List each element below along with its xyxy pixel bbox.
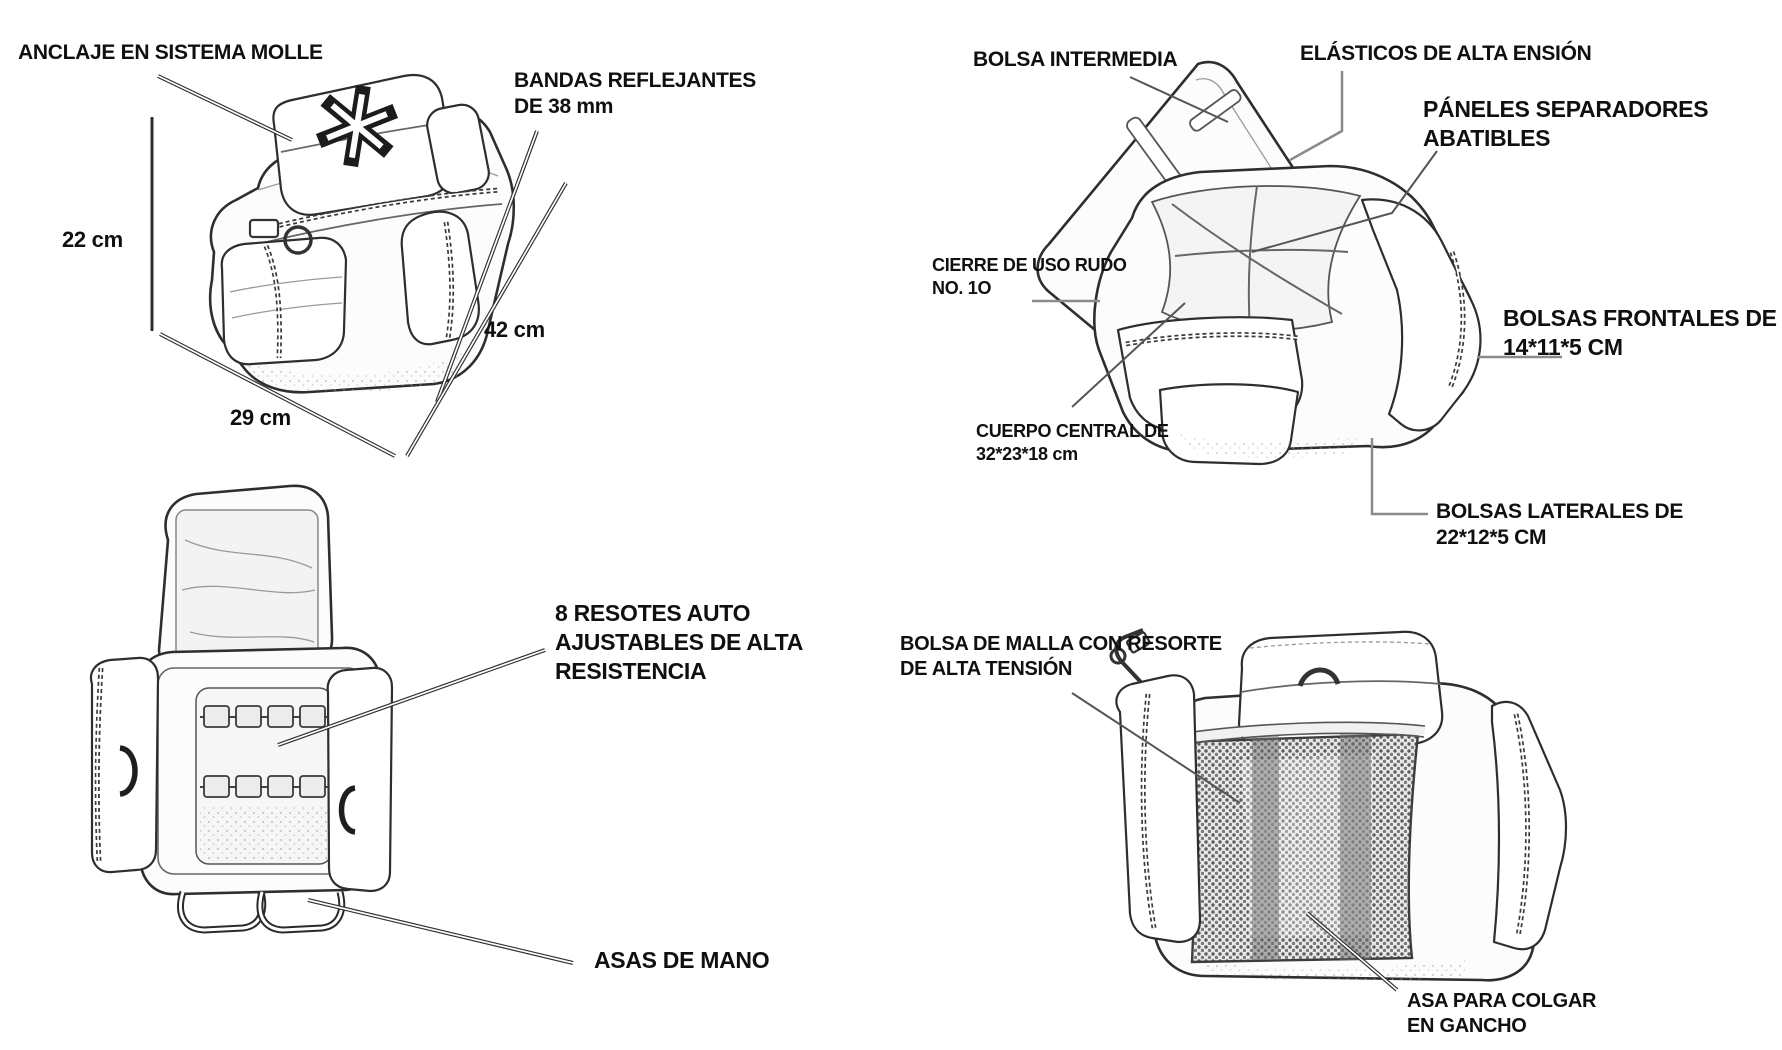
spring-edge [1171,722,1426,745]
open-bag-drawing [1032,60,1562,516]
label-resortes: 8 RESOTES AUTO AJUSTABLES DE ALTA RESIST… [555,600,804,684]
leader-bolsa-intermedia [1129,76,1229,123]
d-ring [283,225,313,255]
leader-bolsas-laterales [1370,438,1428,516]
left-pouch-zipper [94,667,104,863]
molle-webbing-row-2 [200,775,328,798]
dim-line-29cm [159,332,396,458]
bottom-shading [240,350,470,393]
left-d-ring [119,745,138,797]
mesh-bag-drawing [1071,628,1568,992]
front-pocket-zipper [263,245,282,359]
label-bolsas-laterales: BOLSAS LATERALES DE 22*12*5 CM [1436,500,1684,550]
dim-22cm: 22 cm [62,227,123,252]
leader-paneles [1251,150,1438,253]
right-d-ring [338,785,356,835]
front-pocket-zipper [1125,332,1299,347]
main-zipper [249,187,503,247]
right-pocket-zipper [1447,251,1466,389]
open-compartment [1150,185,1362,332]
leader-asas [307,898,574,965]
label-asa-gancho: ASA PARA COLGAR EN GANCHO [1407,990,1597,1037]
star-of-life-icon [315,84,399,168]
label-bolsa-intermedia: BOLSA INTERMEDIA [973,48,1178,71]
leader-bandas [435,130,539,403]
hand-straps [177,890,346,934]
front-strap-right [1340,734,1371,960]
front-strap-left [1252,736,1279,960]
leader-anclaje [157,74,293,142]
shoulder-strap-clip [1109,628,1154,696]
label-elasticos: ELÁSTICOS DE ALTA ENSIÓN [1300,42,1592,65]
leader-elasticos [1289,71,1344,162]
buckle [248,218,280,239]
side-pocket-zipper [443,221,455,339]
leader-cuerpo-central [1071,302,1186,408]
leader-resortes [277,648,546,747]
label-cuerpo-central: CUERPO CENTRAL DE 32*23*18 cm [976,421,1169,464]
front-open-bag-drawing [89,484,574,965]
dim-29cm: 29 cm [230,405,291,430]
label-bolsas-frontales: BOLSAS FRONTALES DE 14*11*5 CM [1503,305,1777,360]
label-cierre-uso-rudo: CIERRE DE USO RUDO NO. 1O [932,255,1127,298]
leader-bolsa-malla [1071,692,1241,804]
label-bolsa-malla: BOLSA DE MALLA CON RESORTE DE ALTA TENSI… [900,633,1222,680]
dim-line-42cm [405,181,568,458]
divider-panels [1171,185,1349,331]
label-asas-de-mano: ASAS DE MANO [594,947,770,973]
label-anclaje-molle: ANCLAJE EN SISTEMA MOLLE [18,41,323,64]
dim-42cm: 42 cm [484,317,545,342]
closed-bag-drawing [150,73,568,458]
top-handle [1297,667,1341,687]
label-bandas-reflejantes: BANDAS REFLEJANTES DE 38 mm [514,69,756,119]
leader-asa-gancho [1305,911,1399,992]
right-zipper [1513,713,1531,937]
label-paneles-separadores: PÁNELES SEPARADORES ABATIBLES [1423,96,1709,151]
molle-webbing-row-1 [200,705,328,728]
flap-wrinkles [181,539,316,643]
left-zipper [1140,693,1157,929]
